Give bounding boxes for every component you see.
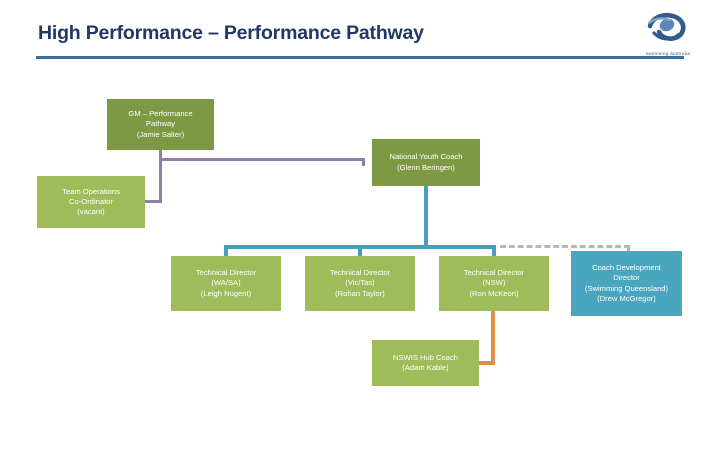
node-title-line1: National Youth Coach: [389, 152, 463, 162]
swimming-australia-logo: swimming australia: [624, 10, 708, 56]
node-technical-director-vic-tas[interactable]: Technical Director (Vic/Tas) (Rohan Tayl…: [305, 256, 415, 311]
logo-wordmark: swimming australia: [645, 51, 691, 56]
node-title-line1: Team Operations: [62, 186, 120, 196]
connector-drop-td-wa-sa: [224, 245, 228, 257]
connector-nyc-trunk: [424, 186, 428, 248]
node-national-youth-coach[interactable]: National Youth Coach (Glenn Beringen): [372, 139, 480, 186]
connector-gm-vertical: [159, 158, 162, 203]
node-team-operations-coordinator[interactable]: Team Operations Co-Ordinator (vacant): [37, 176, 145, 228]
node-title-line1: Coach Development: [592, 263, 661, 273]
node-title-line1: Technical Director: [463, 268, 525, 278]
node-person: (vacant): [77, 207, 105, 216]
title-divider: [36, 56, 684, 59]
connector-national-youth-coach-entry: [362, 158, 365, 166]
node-title-line2: Co-Ordinator: [69, 196, 113, 206]
node-title-line1: Technical Director: [329, 268, 391, 278]
node-title-line2: (NSW): [482, 278, 506, 288]
page-title: High Performance – Performance Pathway: [38, 22, 424, 44]
node-person: (Drew McGregor): [597, 293, 656, 303]
node-coach-development-director[interactable]: Coach Development Director (Swimming Que…: [571, 251, 682, 316]
connector-dashed-drop: [627, 245, 630, 256]
node-title-line1: Technical Director: [195, 268, 257, 278]
node-person: (Adam Kable): [402, 363, 449, 372]
node-technical-director-nsw[interactable]: Technical Director (NSW) (Ron McKeon): [439, 256, 549, 311]
connector-nsw-to-nswis-vertical: [491, 311, 495, 365]
node-person: (Jamie Salter): [136, 129, 185, 139]
node-gm-performance-pathway[interactable]: GM – Performance Pathway (Jamie Salter): [107, 99, 214, 150]
node-person: (Ron McKeon): [469, 288, 519, 298]
connector-gm-to-team-operations: [145, 200, 162, 203]
node-title-line1: GM – Performance: [128, 109, 193, 119]
logo-swirl-icon: [647, 12, 686, 41]
node-technical-director-wa-sa[interactable]: Technical Director (WA/SA) (Leigh Nugent…: [171, 256, 281, 311]
connector-dashed-to-coach-development: [500, 245, 630, 248]
connector-nsw-to-nswis-horizontal: [478, 361, 495, 365]
node-organisation: (Swimming Queensland): [584, 283, 669, 293]
node-title-line2: (WA/SA): [211, 278, 241, 288]
node-title-line1: NSWIS Hub Coach: [393, 352, 458, 362]
connector-gm-to-national-youth-coach: [159, 158, 365, 161]
node-nswis-hub-coach[interactable]: NSWIS Hub Coach (Adam Kable): [372, 340, 479, 386]
connector-drop-td-nsw: [492, 245, 496, 257]
node-person: (Leigh Nugent): [200, 288, 252, 298]
node-title-line2: (Vic/Tas): [345, 278, 375, 288]
connector-gm-stub: [159, 149, 162, 160]
node-person: (Rohan Taylor): [335, 288, 385, 298]
node-title-line2: Director: [613, 273, 640, 283]
connector-drop-td-vic-tas: [358, 245, 362, 257]
node-title-line2: Pathway: [145, 119, 176, 129]
node-person: (Glenn Beringen): [397, 162, 455, 172]
